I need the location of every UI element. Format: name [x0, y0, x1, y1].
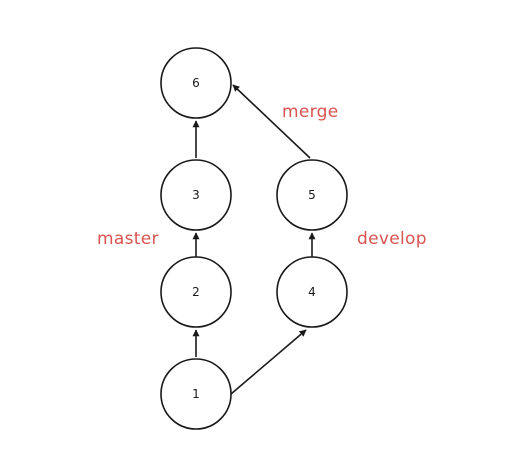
node-5: 5: [276, 159, 348, 231]
node-2: 2: [160, 256, 232, 328]
edge-1-to-4: [230, 329, 307, 395]
node-2-label: 2: [192, 285, 200, 299]
node-1: 1: [160, 358, 232, 430]
master-label: master: [97, 229, 159, 249]
node-3-label: 3: [192, 188, 200, 202]
node-5-label: 5: [308, 188, 316, 202]
node-1-label: 1: [192, 387, 200, 401]
edge-5-to-6: [232, 84, 311, 159]
merge-label: merge: [282, 102, 338, 122]
node-6: 6: [160, 47, 232, 119]
node-3: 3: [160, 159, 232, 231]
node-4: 4: [276, 256, 348, 328]
node-6-label: 6: [192, 76, 200, 90]
develop-label: develop: [357, 229, 427, 249]
node-4-label: 4: [308, 285, 316, 299]
